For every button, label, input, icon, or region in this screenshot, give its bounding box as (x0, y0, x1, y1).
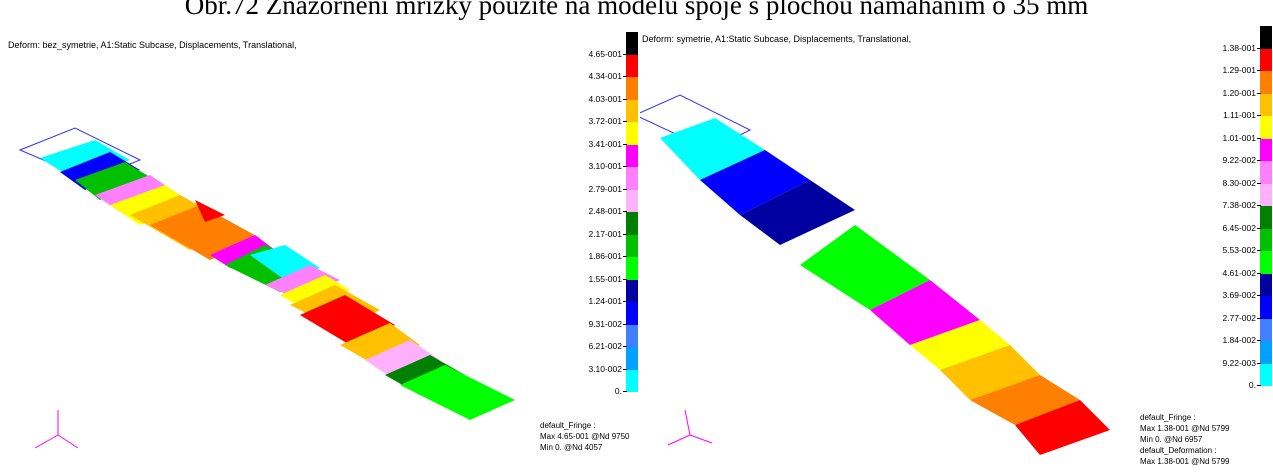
right-model-view (640, 94, 1110, 455)
left-legend-swatch (626, 302, 638, 325)
right-info-line: default_Deformation : (1140, 446, 1217, 455)
right-legend-swatch (1260, 26, 1272, 49)
left-info-line: Max 4.65-001 @Nd 9750 (540, 432, 630, 441)
left-model-view (18, 127, 515, 449)
right-legend-tick-label: 1.84-002 (1222, 335, 1261, 345)
left-legend-swatch (626, 369, 638, 392)
left-legend-swatch (626, 279, 638, 302)
left-legend-tick-label: 2.17-001 (588, 228, 627, 239)
left-legend-tick-label: 4.03-001 (588, 93, 627, 104)
left-legend-swatch (626, 144, 638, 167)
left-legend-swatch (626, 32, 638, 55)
left-legend-tick-label: 1.24-001 (588, 296, 627, 306)
right-axis-triad (667, 409, 713, 446)
right-info-line: Max 1.38-001 @Nd 5799 (1140, 424, 1230, 433)
right-legend-tick-label: 4.61-002 (1222, 267, 1261, 278)
right-legend-tick-label: 1.11-001 (1223, 110, 1261, 120)
left-legend-swatch (626, 77, 638, 100)
left-legend-bar (626, 32, 638, 392)
left-legend-swatch (626, 257, 638, 280)
left-legend-swatch (626, 347, 638, 370)
right-legend-swatch (1260, 251, 1272, 274)
right-legend-swatch (1260, 116, 1272, 139)
right-legend-swatch (1260, 161, 1272, 184)
right-legend-swatch (1260, 71, 1272, 94)
right-legend-swatch (1260, 228, 1272, 251)
left-legend-swatch (626, 167, 638, 190)
right-legend-tick-label: 1.01-001 (1222, 132, 1261, 143)
right-legend-tick-label: 8.30-002 (1222, 177, 1261, 188)
left-legend-tick-label: 1.86-001 (588, 251, 627, 261)
right-legend-tick-label: 9.22-003 (1222, 357, 1261, 368)
left-deform-title: Deform: bez_symetrie, A1:Static Subcase,… (8, 40, 297, 50)
right-legend-swatch (1260, 273, 1272, 296)
left-panel: Deform: bez_symetrie, A1:Static Subcase,… (8, 32, 638, 453)
right-deform-title: Deform: symetrie, A1:Static Subcase, Dis… (642, 34, 912, 44)
left-legend-tick-label: 3.10-002 (588, 363, 627, 374)
right-legend-bar (1260, 26, 1272, 386)
figure-caption: Obr.72 Znázornění mřížky použité na mode… (184, 0, 1089, 20)
left-legend-swatch (626, 189, 638, 212)
left-legend-swatch (626, 122, 638, 145)
right-info-line: default_Fringe : (1140, 413, 1196, 422)
left-legend-swatch (626, 212, 638, 235)
left-info-line: default_Fringe : (540, 421, 596, 430)
right-panel: Deform: symetrie, A1:Static Subcase, Dis… (640, 0, 1273, 474)
left-legend-tick-label: 3.72-001 (588, 116, 627, 126)
right-deformed-strip (660, 118, 1110, 455)
right-info-line: Max 1.38-001 @Nd 5799 (1140, 457, 1230, 466)
right-legend-tick-label: 1.29-001 (1222, 65, 1261, 75)
right-legend-tick-label: 9.22-002 (1222, 155, 1261, 165)
right-legend-swatch (1260, 138, 1272, 161)
left-legend-tick-label: 9.31-002 (588, 318, 627, 329)
right-legend-tick-label: 3.69-002 (1222, 290, 1261, 300)
right-legend-tick-label: 6.45-002 (1222, 222, 1261, 233)
right-legend-tick-label: 7.38-002 (1222, 200, 1261, 210)
right-info-line: Min 0. @Nd 6957 (1140, 435, 1203, 444)
right-legend-swatch (1260, 93, 1272, 116)
left-legend-tick-label: 3.41-001 (588, 138, 627, 149)
left-legend-tick-label: 6.21-002 (588, 341, 627, 351)
right-legend-swatch (1260, 363, 1272, 386)
right-legend-swatch (1260, 318, 1272, 341)
left-legend-swatch (626, 54, 638, 77)
right-legend-swatch (1260, 183, 1272, 206)
right-legend-swatch (1260, 296, 1272, 319)
left-legend-tick-label: 1.55-001 (588, 273, 627, 284)
right-legend-swatch (1260, 48, 1272, 71)
right-legend-tick-label: 0. (1248, 380, 1262, 390)
right-legend-swatch (1260, 341, 1272, 364)
right-legend-tick-label: 1.38-001 (1222, 42, 1261, 53)
right-legend-tick-label: 1.20-001 (1222, 87, 1261, 98)
right-legend-swatch (1260, 206, 1272, 229)
left-legend-tick-label: 0. (614, 386, 628, 396)
left-legend-tick-label: 2.79-001 (588, 183, 627, 194)
left-legend-swatch (626, 324, 638, 347)
right-legend-tick-label: 5.53-002 (1222, 245, 1261, 255)
right-legend-tick-label: 2.77-002 (1222, 312, 1261, 323)
left-legend-tick-label: 2.48-001 (588, 206, 627, 216)
left-legend-swatch (626, 234, 638, 257)
left-legend-tick-label: 3.10-001 (588, 161, 627, 171)
left-legend-tick-label: 4.65-001 (588, 48, 627, 59)
left-info-line: Min 0. @Nd 4057 (540, 443, 603, 452)
left-legend-tick-label: 4.34-001 (588, 71, 627, 81)
left-deformed-strip (40, 140, 515, 420)
left-axis-triad (34, 410, 79, 449)
left-legend-swatch (626, 99, 638, 122)
